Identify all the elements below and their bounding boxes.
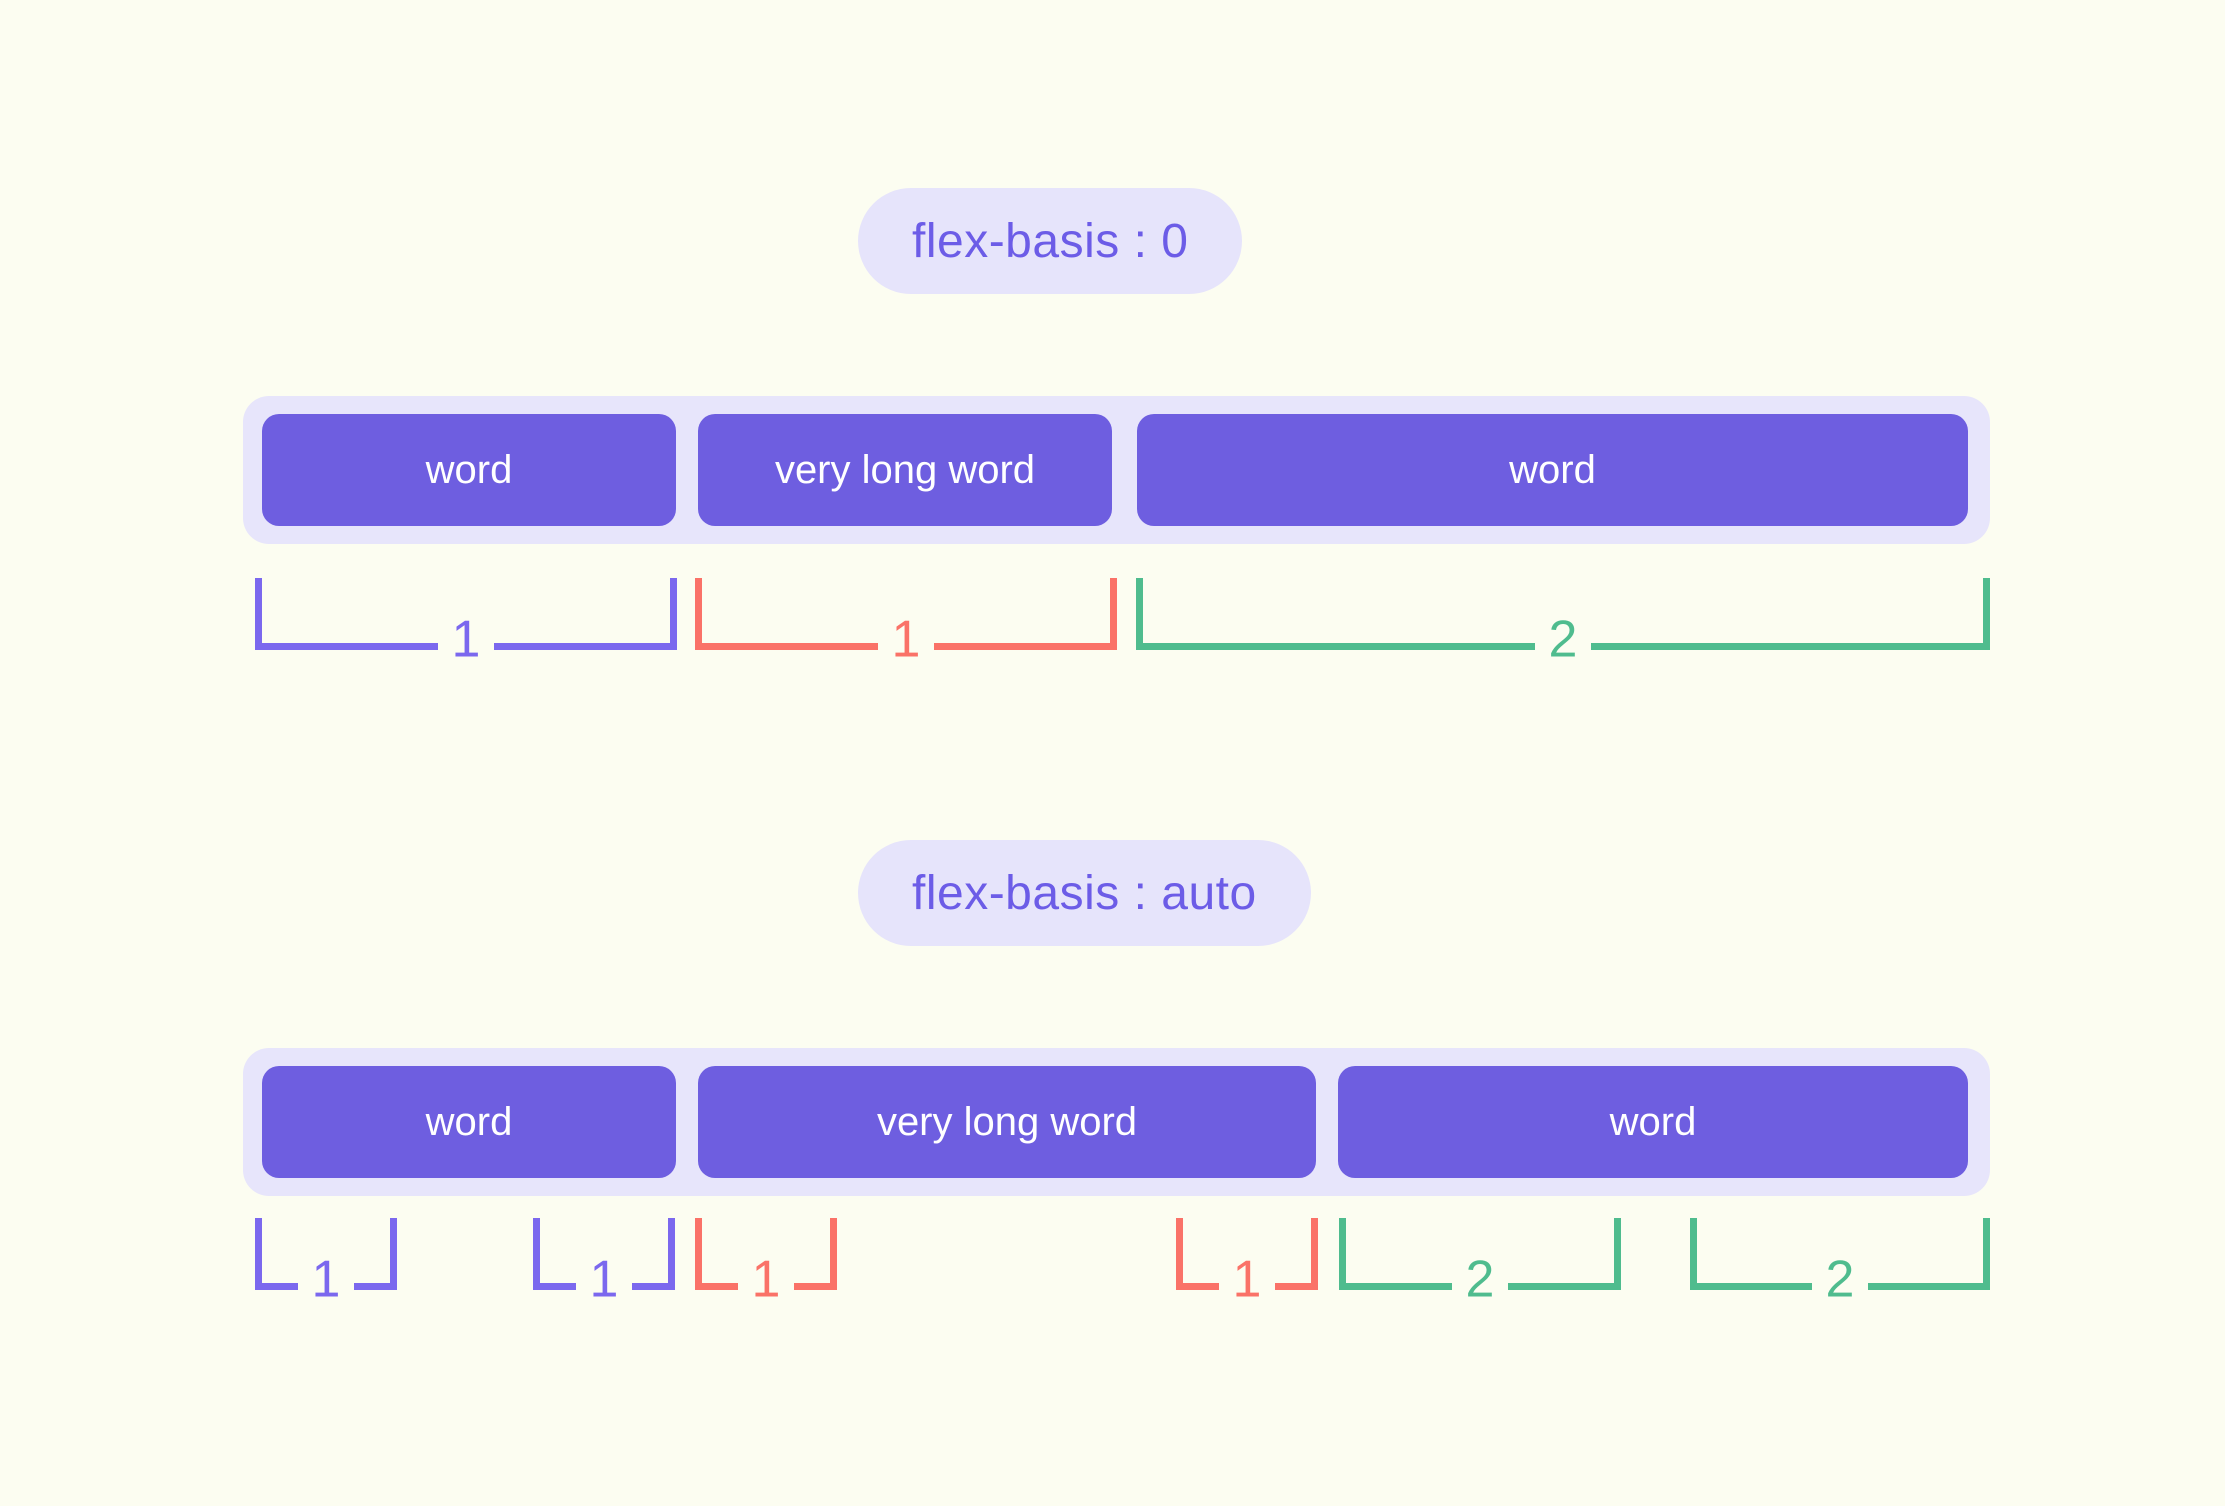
- bracket-grow-1-red: 1: [695, 578, 1118, 666]
- bracket-right-arm: [632, 1218, 676, 1290]
- bracket-right-arm: [494, 578, 678, 650]
- flex-item-very-long-word[interactable]: very long word: [698, 1066, 1316, 1178]
- bracket-grow-1-purple-a: 1: [255, 1218, 398, 1306]
- bracket-grow-1-purple: 1: [255, 578, 678, 666]
- bracket-right-arm: [1508, 1218, 1622, 1290]
- bracket-grow-2-green-b: 2: [1690, 1218, 1991, 1306]
- bracket-value: 2: [1548, 610, 1578, 669]
- bracket-grow-1-purple-b: 1: [533, 1218, 676, 1306]
- bracket-value: 1: [311, 1250, 341, 1309]
- bracket-value: 1: [589, 1250, 619, 1309]
- flex-item-label: word: [425, 447, 513, 492]
- flex-container-basis-auto: word very long word word: [243, 1048, 1990, 1196]
- bracket-right-arm: [1591, 578, 1991, 650]
- flex-item-very-long-word[interactable]: very long word: [698, 414, 1112, 526]
- bracket-left-arm: [1690, 1218, 1812, 1290]
- flex-item-label: word: [1509, 447, 1596, 492]
- bracket-value: 1: [451, 610, 481, 669]
- bracket-value: 1: [1232, 1250, 1262, 1309]
- flex-item-label: word: [1609, 1099, 1697, 1144]
- bracket-grow-1-red-a: 1: [695, 1218, 838, 1306]
- bracket-grow-2-green-a: 2: [1339, 1218, 1622, 1306]
- section-label-text: flex-basis : 0: [912, 214, 1189, 268]
- bracket-left-arm: [1339, 1218, 1452, 1290]
- bracket-left-arm: [255, 1218, 298, 1290]
- bracket-right-arm: [1275, 1218, 1319, 1290]
- bracket-right-arm: [354, 1218, 398, 1290]
- section-label-flex-basis-auto: flex-basis : auto: [858, 840, 1311, 946]
- flex-item-word-1[interactable]: word: [262, 1066, 676, 1178]
- flex-item-word-2[interactable]: word: [1338, 1066, 1968, 1178]
- bracket-value: 2: [1825, 1250, 1855, 1309]
- bracket-left-arm: [533, 1218, 576, 1290]
- bracket-value: 1: [751, 1250, 781, 1309]
- bracket-left-arm: [255, 578, 438, 650]
- flex-container-basis-zero: word very long word word: [243, 396, 1990, 544]
- bracket-value: 1: [891, 610, 921, 669]
- bracket-value: 2: [1465, 1250, 1495, 1309]
- bracket-grow-1-red-b: 1: [1176, 1218, 1319, 1306]
- bracket-grow-2-green: 2: [1136, 578, 1991, 666]
- bracket-left-arm: [695, 578, 878, 650]
- bracket-left-arm: [1176, 1218, 1219, 1290]
- flex-item-label: very long word: [774, 447, 1036, 492]
- flex-item-word-1[interactable]: word: [262, 414, 676, 526]
- bracket-right-arm: [934, 578, 1118, 650]
- bracket-right-arm: [794, 1218, 838, 1290]
- section-label-text: flex-basis : auto: [912, 866, 1257, 920]
- flex-item-label: very long word: [876, 1099, 1138, 1144]
- bracket-right-arm: [1868, 1218, 1991, 1290]
- bracket-left-arm: [695, 1218, 738, 1290]
- flex-item-word-2[interactable]: word: [1137, 414, 1968, 526]
- flex-item-label: word: [425, 1099, 513, 1144]
- section-label-flex-basis-zero: flex-basis : 0: [858, 188, 1243, 294]
- bracket-left-arm: [1136, 578, 1535, 650]
